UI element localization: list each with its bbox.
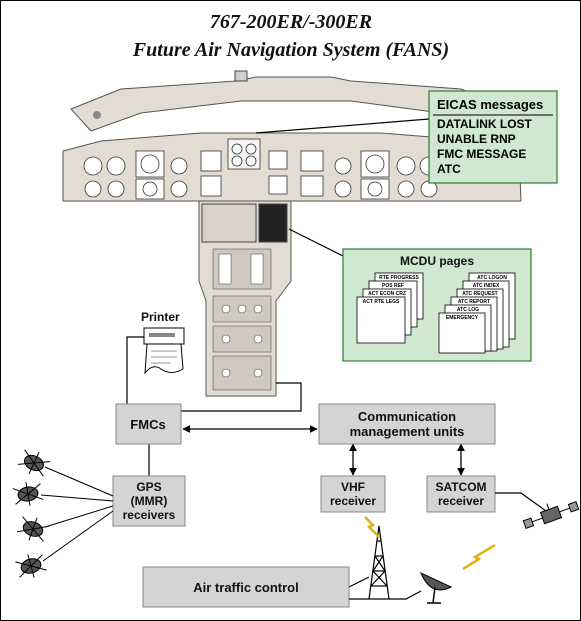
eicas-pointer-line — [255, 118, 430, 134]
satcom-signal-bolt-icon — [462, 543, 496, 571]
mcdu-page-label: ATC LOG — [457, 307, 479, 313]
mcdu-pointer-line — [288, 228, 344, 257]
mcdu-page-label: POS REF — [382, 283, 404, 289]
satcom-label-line-2: receiver — [438, 494, 484, 508]
center-pedestal-illustration — [198, 200, 292, 397]
cmu-label-line-2: management units — [350, 424, 465, 439]
radio-tower-icon — [368, 525, 390, 600]
instrument-panel-illustration — [62, 132, 522, 202]
eicas-heading: EICAS messages — [437, 97, 543, 112]
diagram-title-line-1: 767-200ER/-300ER — [210, 11, 372, 33]
vhf-label-line-1: VHF — [341, 480, 365, 494]
gps-label-line-1: GPS — [136, 480, 161, 494]
eicas-message: DATALINK LOST — [437, 117, 533, 131]
mcdu-page-label: ACT RTE LEGS — [363, 299, 400, 305]
vhf-signal-bolt-icon — [364, 516, 380, 538]
printer-label: Printer — [141, 310, 180, 324]
satellite-dish-icon — [420, 572, 453, 604]
mcdu-left-page-stack: RTE PROGRESS POS REF ACT ECON CRZ ACT RT… — [356, 272, 424, 344]
mcdu-right-page-stack: ATC LOGON ATC INDEX ATC REQUEST ATC REPO… — [438, 272, 516, 354]
gps-satellites — [12, 449, 51, 578]
gps-label-line-2: (MMR) — [131, 494, 168, 508]
satcom-satellite-icon — [522, 501, 580, 529]
mcdu-page-label: ATC INDEX — [473, 283, 500, 289]
eicas-message: ATC — [437, 162, 461, 176]
air-traffic-control-box: Air traffic control — [142, 566, 350, 608]
cmu-box: Communication management units — [318, 403, 496, 445]
eicas-messages-panel: EICAS messages DATALINK LOST UNABLE RNP … — [428, 90, 558, 184]
mcdu-page-label: RTE PROGRESS — [379, 275, 419, 281]
satcom-satellite-line — [495, 492, 547, 512]
gps-box: GPS (MMR) receivers — [112, 475, 186, 527]
mcdu-page-label: ATC REQUEST — [462, 291, 497, 297]
eicas-message: UNABLE RNP — [437, 132, 516, 146]
fmcs-label: FMCs — [130, 417, 165, 432]
connector-lines — [126, 336, 370, 588]
gps-satellite-icon — [12, 482, 44, 506]
mcdu-page-label: EMERGENCY — [446, 315, 479, 321]
mcdu-page-label: ATC LOGON — [477, 275, 507, 281]
mcdu-pages-panel: MCDU pages RTE PROGRESS POS REF ACT ECON… — [342, 248, 532, 362]
air-traffic-control-label: Air traffic control — [193, 580, 298, 595]
cmu-label-line-1: Communication — [358, 409, 456, 424]
mcdu-page-label: ATC REPORT — [458, 299, 490, 305]
gps-satellite-icon — [17, 516, 49, 542]
diagram-title-line-2: Future Air Navigation System (FANS) — [132, 39, 449, 61]
vhf-label-line-2: receiver — [330, 494, 376, 508]
fmcs-box: FMCs — [115, 403, 182, 445]
mcdu-page-label: ACT ECON CRZ — [368, 291, 406, 297]
satcom-label-line-1: SATCOM — [435, 480, 486, 494]
printer-icon — [143, 327, 185, 375]
gps-satellite-icon — [15, 554, 47, 578]
mcdu-heading: MCDU pages — [400, 254, 474, 268]
eicas-message: FMC MESSAGE — [437, 147, 526, 161]
atc-dish-line — [349, 590, 422, 600]
satcom-receiver-box: SATCOM receiver — [426, 475, 496, 513]
vhf-receiver-box: VHF receiver — [320, 475, 386, 513]
gps-signal-lines — [40, 466, 114, 562]
gps-satellite-icon — [17, 449, 51, 477]
gps-label-line-3: receivers — [123, 508, 176, 522]
